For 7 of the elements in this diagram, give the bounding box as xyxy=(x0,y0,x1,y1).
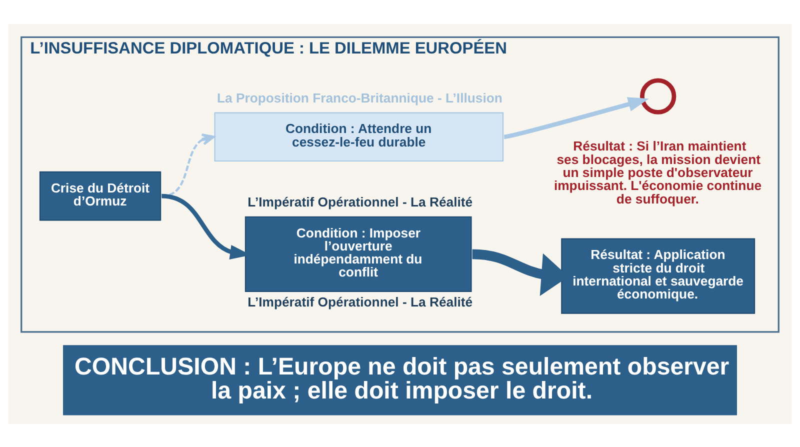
node-label: L’Impératif Opérationnel - La Réalité xyxy=(248,294,473,309)
node-circle xyxy=(640,78,676,114)
node-label: L’Impératif Opérationnel - La Réalité xyxy=(248,194,473,210)
caption: CONCLUSION : L’Europe ne doit pas seulement observer la paix ; elle doit imposer le droit. xyxy=(74,352,730,404)
arrow xyxy=(504,96,649,139)
node-label: La Proposition Franco-Britannique - L’Illusion xyxy=(216,90,502,105)
node-label: Résultat : Si l’Iran maintient ses blocages, la mission devient un simple poste d'observateur impuissant. L'économie continue de suffoquer. xyxy=(554,138,762,206)
